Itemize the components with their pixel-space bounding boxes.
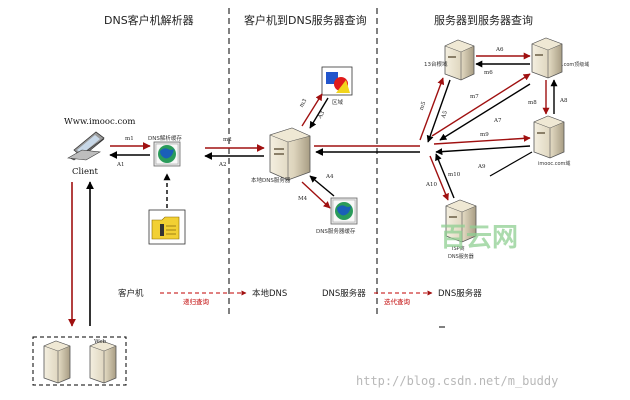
website-label: Www.imooc.com (64, 117, 135, 127)
arrow-m3 (301, 93, 323, 127)
arrow-m4 (301, 181, 331, 209)
root-label: 13台根域 (424, 60, 448, 68)
bottom-dns-server-2: DNS服务器 (438, 288, 482, 299)
msg-m7: m7 (470, 94, 479, 100)
arrow-a4 (309, 175, 335, 197)
com-label: .com顶级域 (562, 61, 589, 68)
web-server-2-icon (89, 340, 117, 384)
resolver-cache-label: DNS解析缓存 (148, 134, 182, 142)
isp-server-icon (445, 199, 477, 243)
msg-m2: m2 (223, 137, 232, 143)
arrow-a9 (435, 145, 531, 156)
client-label: Client (72, 167, 98, 177)
section-title-client-to-server: 客户机到DNS服务器查询 (244, 13, 367, 27)
msg-a10: A10 (425, 182, 437, 188)
msg-m10: m10 (448, 172, 461, 178)
msg-m9: m9 (480, 132, 489, 138)
arrow-imooc-out (489, 151, 533, 177)
msg-a7: A7 (493, 118, 502, 124)
bottom-client: 客户机 (118, 288, 144, 299)
site-logo-watermark: 百云网 (440, 223, 518, 253)
isp-label-1: ISP商 (452, 245, 465, 252)
recursive-query-label: 递归查询 (183, 297, 210, 306)
client-laptop-icon (67, 131, 105, 161)
msg-a2: A2 (218, 162, 226, 168)
bottom-dns-server-1: DNS服务器 (322, 288, 366, 299)
dns-cache-icon (330, 197, 358, 225)
com-server-icon (531, 37, 563, 79)
dns-cache-label: DNS服务器缓存 (316, 227, 356, 235)
local-dns-label: 本地DNS服务器 (251, 176, 291, 184)
msg-a9: A9 (477, 164, 486, 170)
bottom-local-dns: 本地DNS (252, 288, 287, 299)
iterative-query-label: 迭代查询 (384, 297, 411, 306)
msg-m3: m3 (299, 98, 309, 109)
arrow-a3 (309, 97, 329, 129)
imooc-label: imooc.com域 (538, 160, 570, 167)
msg-m6: m6 (484, 70, 493, 76)
arrow-a7 (439, 83, 531, 141)
web-label: Web (94, 339, 106, 345)
msg-m4: M4 (298, 196, 308, 202)
msg-a6: A6 (495, 47, 504, 53)
arrow-a10 (435, 153, 455, 199)
imooc-server-icon (533, 115, 565, 159)
local-dns-server-icon (269, 127, 311, 181)
resolver-cache-icon (153, 141, 181, 167)
msg-a4: A4 (325, 174, 334, 180)
arrow-m10 (429, 155, 449, 201)
root-server-icon (444, 39, 475, 81)
zone-label: 区域 (332, 98, 344, 106)
msg-m8: m8 (528, 100, 537, 106)
msg-m1: m1 (125, 136, 134, 142)
isp-label-2: DNS服务器 (448, 253, 474, 260)
web-server-1-icon (43, 340, 71, 384)
msg-a8: A8 (559, 98, 568, 104)
msg-a1: A1 (116, 162, 124, 168)
url-watermark: http://blog.csdn.net/m_buddy (356, 374, 558, 388)
hosts-folder-icon (148, 209, 186, 245)
arrow-a5 (426, 79, 451, 143)
arrow-m9 (433, 134, 531, 145)
section-title-server-to-server: 服务器到服务器查询 (434, 13, 533, 27)
zone-icon (321, 66, 353, 96)
msg-m5: m5 (419, 100, 428, 111)
msg-a3: A3 (317, 110, 327, 121)
msg-a5: A5 (440, 110, 449, 120)
section-title-resolver: DNS客户机解析器 (104, 13, 194, 27)
arrow-m7 (431, 73, 531, 137)
arrow-m5 (419, 77, 445, 141)
